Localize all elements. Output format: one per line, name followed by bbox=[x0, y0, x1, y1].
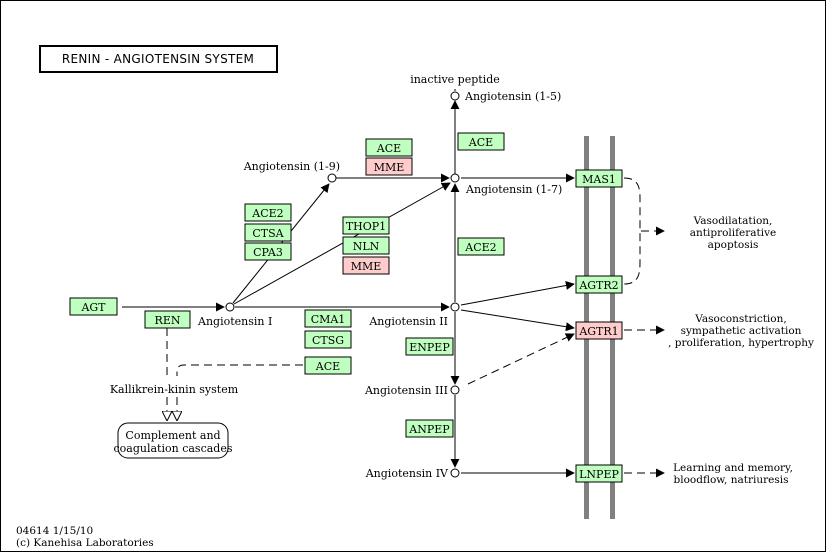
node-ang-1-9 bbox=[327, 173, 337, 183]
gene-mas1[interactable]: MAS1 bbox=[575, 169, 623, 188]
edge-ang2-agtr2 bbox=[460, 281, 575, 306]
gene-anpep[interactable]: ANPEP bbox=[405, 419, 454, 438]
pathway-kallikrein[interactable]: Kallikrein-kinin system bbox=[110, 383, 239, 396]
gene-nln[interactable]: NLN bbox=[342, 236, 390, 255]
svg-text:REN: REN bbox=[155, 314, 181, 327]
label-kallikrein[interactable]: Kallikrein-kinin system bbox=[110, 383, 239, 396]
gene-agt[interactable]: AGT bbox=[69, 297, 118, 316]
gene-boxes[interactable]: AGT REN ACE MME ACE2 CTSA CPA3 THOP1 NLN… bbox=[69, 132, 623, 483]
indirect-lines bbox=[167, 177, 665, 478]
svg-text:ANPEP: ANPEP bbox=[408, 423, 450, 436]
svg-text:ACE: ACE bbox=[376, 142, 401, 155]
compound-labels: inactive peptide Angiotensin (1-5) Angio… bbox=[197, 73, 562, 480]
effect-vasodilatation-3: apoptosis bbox=[708, 239, 759, 251]
label-complement-2[interactable]: coagulation cascades bbox=[114, 442, 233, 455]
gene-ctsa[interactable]: CTSA bbox=[244, 223, 292, 242]
gene-ace2-b[interactable]: ACE2 bbox=[457, 237, 505, 256]
svg-text:CMA1: CMA1 bbox=[311, 313, 346, 326]
label-inactive-peptide: inactive peptide bbox=[410, 73, 500, 86]
gene-ace2-a[interactable]: ACE2 bbox=[244, 203, 292, 222]
effects: Vasodilatation, antiproliferative apopto… bbox=[668, 215, 814, 486]
reaction-lines bbox=[122, 89, 575, 478]
label-ang-1-9: Angiotensin (1-9) bbox=[243, 160, 340, 173]
gene-thop1[interactable]: THOP1 bbox=[342, 216, 390, 235]
svg-text:MME: MME bbox=[351, 260, 382, 273]
svg-text:NLN: NLN bbox=[353, 240, 380, 253]
node-ang-1-7 bbox=[450, 173, 460, 183]
edge-ang1-ang17 bbox=[233, 182, 451, 305]
svg-text:CTSA: CTSA bbox=[252, 227, 284, 240]
footer-copyright: (c) Kanehisa Laboratories bbox=[16, 537, 154, 549]
gene-mme-mid[interactable]: MME bbox=[342, 256, 390, 275]
gene-cma1[interactable]: CMA1 bbox=[304, 309, 352, 328]
footer-id-date: 04614 1/15/10 bbox=[16, 525, 93, 537]
svg-text:MME: MME bbox=[374, 161, 405, 174]
svg-text:ENPEP: ENPEP bbox=[409, 341, 450, 354]
svg-text:AGT: AGT bbox=[80, 301, 106, 314]
gene-ctsg[interactable]: CTSG bbox=[304, 330, 352, 349]
effect-learning-1: Learning and memory, bbox=[673, 462, 793, 474]
node-ang-I bbox=[225, 302, 235, 312]
gene-ren[interactable]: REN bbox=[144, 310, 191, 329]
edge-ang2-agtr1 bbox=[460, 309, 575, 332]
gene-ace-top[interactable]: ACE bbox=[365, 138, 413, 157]
node-ang-II bbox=[450, 302, 460, 312]
svg-text:THOP1: THOP1 bbox=[346, 220, 386, 233]
label-ang-1-5: Angiotensin (1-5) bbox=[464, 90, 561, 103]
effect-vasoconstriction-1: Vasoconstriction, bbox=[694, 313, 786, 325]
gene-mme-top[interactable]: MME bbox=[365, 157, 413, 176]
edge-ang3-agtr1 bbox=[467, 333, 575, 385]
pathway-complement[interactable]: Complement and coagulation cascades bbox=[114, 422, 233, 459]
label-ang-II: Angiotensin II bbox=[368, 315, 448, 328]
svg-text:ACE2: ACE2 bbox=[464, 241, 496, 254]
effect-learning-2: bloodflow, natriuresis bbox=[674, 474, 789, 486]
gene-agtr2[interactable]: AGTR2 bbox=[575, 275, 623, 294]
node-ang-III bbox=[450, 385, 460, 395]
svg-text:ACE: ACE bbox=[468, 136, 493, 149]
compound-nodes bbox=[225, 91, 460, 478]
node-ang-1-5 bbox=[450, 91, 460, 101]
svg-text:AGTR2: AGTR2 bbox=[578, 279, 618, 292]
gene-ace-right[interactable]: ACE bbox=[457, 132, 505, 151]
svg-text:CTSG: CTSG bbox=[312, 334, 344, 347]
footer: 04614 1/15/10 (c) Kanehisa Laboratories bbox=[16, 525, 154, 549]
effect-vasoconstriction-2: sympathetic activation bbox=[681, 325, 802, 337]
label-ang-1-7: Angiotensin (1-7) bbox=[465, 183, 562, 196]
svg-text:ACE2: ACE2 bbox=[251, 207, 283, 220]
gene-enpep[interactable]: ENPEP bbox=[405, 337, 454, 356]
effect-vasodilatation-1: Vasodilatation, bbox=[693, 215, 773, 227]
gene-lnpep[interactable]: LNPEP bbox=[575, 464, 623, 483]
label-ang-III: Angiotensin III bbox=[364, 384, 448, 397]
label-ang-I: Angiotensin I bbox=[197, 315, 272, 328]
node-ang-IV bbox=[450, 468, 460, 478]
svg-text:ACE: ACE bbox=[315, 360, 340, 373]
svg-text:AGTR1: AGTR1 bbox=[578, 325, 618, 338]
svg-text:MAS1: MAS1 bbox=[582, 173, 616, 186]
gene-agtr1[interactable]: AGTR1 bbox=[575, 321, 623, 340]
gene-cpa3[interactable]: CPA3 bbox=[244, 242, 292, 261]
svg-text:CPA3: CPA3 bbox=[253, 246, 283, 259]
label-complement-1[interactable]: Complement and bbox=[125, 429, 220, 442]
page-title: RENIN - ANGIOTENSIN SYSTEM bbox=[62, 52, 254, 66]
label-ang-IV: Angiotensin IV bbox=[365, 467, 449, 480]
gene-ace-low[interactable]: ACE bbox=[304, 356, 352, 375]
effect-vasoconstriction-3: , proliferation, hypertrophy bbox=[668, 337, 814, 349]
title-box: RENIN - ANGIOTENSIN SYSTEM bbox=[39, 45, 278, 73]
edge-ace-kallikrein bbox=[176, 364, 303, 376]
svg-text:LNPEP: LNPEP bbox=[579, 468, 619, 481]
effect-vasodilatation-2: antiproliferative bbox=[690, 227, 776, 239]
